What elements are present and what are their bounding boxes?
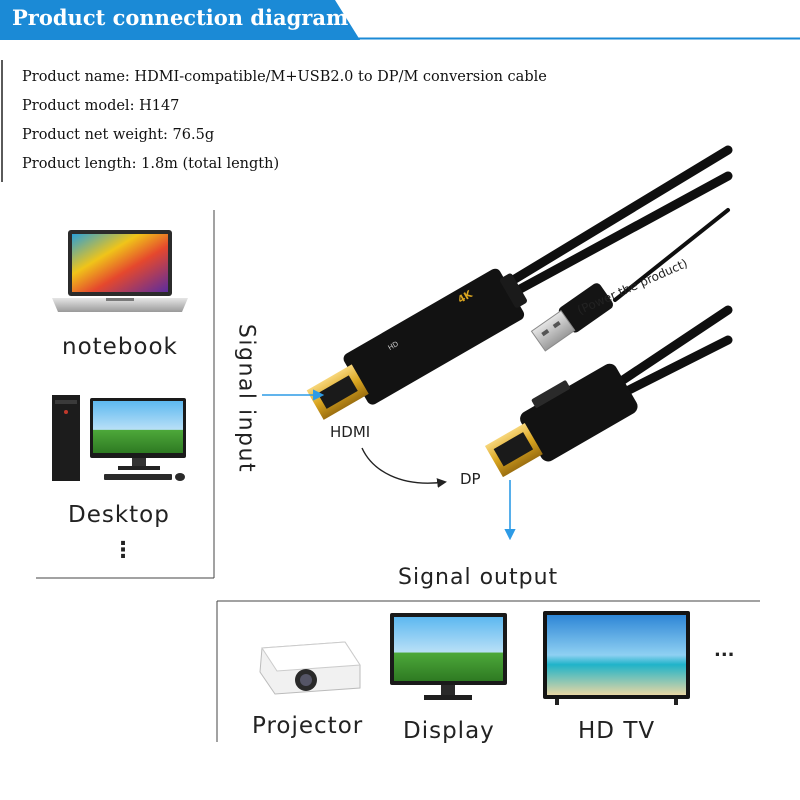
device-label-desktop: Desktop [68,502,170,528]
spec-product-name: Product name: HDMI-compatible/M+USB2.0 t… [22,69,547,85]
device-label-display: Display [403,718,495,744]
monitor-icon [390,613,507,700]
more-outputs-ellipsis: ... [714,640,735,661]
device-label-projector: Projector [252,713,364,739]
laptop-icon [52,230,188,312]
usb-plug [530,283,614,352]
projector-icon [259,641,361,695]
more-inputs-ellipsis: ⋮ [112,538,134,563]
hdmi-label: HDMI [330,423,371,441]
spec-product-weight: Product net weight: 76.5g [22,127,215,143]
dp-plug [484,363,638,478]
input-panel-frame [36,210,215,579]
conversion-arrow [361,447,447,488]
cable-wires [495,145,733,397]
title-banner [0,0,800,40]
device-label-hdtv: HD TV [578,718,656,744]
page-title: Product connection diagram [12,5,349,30]
device-label-notebook: notebook [62,334,178,360]
output-panel-frame [216,600,760,742]
desktop-computer-icon [52,395,186,481]
hdmi-plug [306,268,527,420]
tv-icon [543,611,690,705]
signal-input-label: Signal input [233,323,259,474]
spec-product-length: Product length: 1.8m (total length) [22,156,280,172]
signal-output-label: Signal output [398,565,559,590]
spec-product-model: Product model: H147 [22,98,180,114]
dp-label: DP [460,470,481,488]
